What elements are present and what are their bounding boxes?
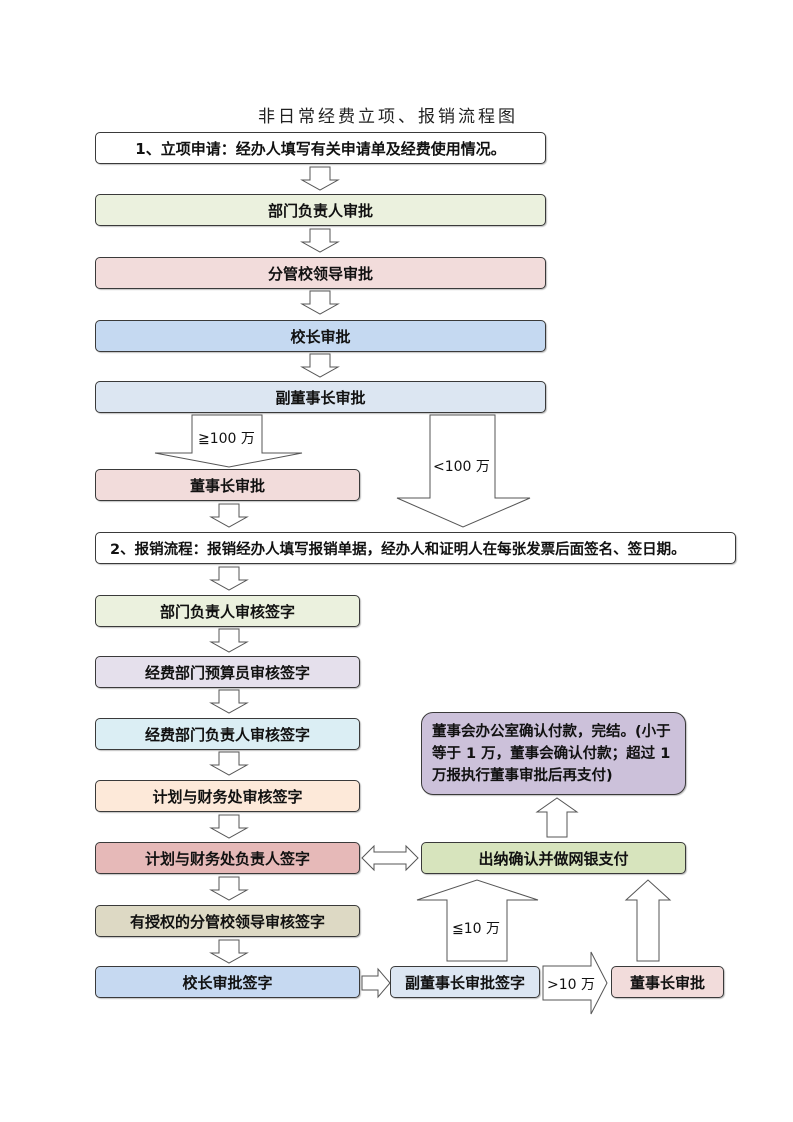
step-vp-approve: 分管校领导审批 bbox=[95, 257, 546, 289]
step-chairman-approve: 董事长审批 bbox=[95, 469, 360, 501]
arrow-down bbox=[300, 166, 340, 191]
arrow-up bbox=[535, 797, 579, 838]
step-finance-head-sign: 计划与财务处负责人签字 bbox=[95, 842, 360, 874]
arrow-down bbox=[209, 751, 249, 776]
step-vice-chairman-sign: 副董事长审批签字 bbox=[390, 966, 540, 998]
step-funding-dept-head-sign: 经费部门负责人审核签字 bbox=[95, 718, 360, 750]
le10-label: ≦10 万 bbox=[452, 921, 500, 937]
arrow-right bbox=[361, 967, 391, 999]
step-budget-officer-sign: 经费部门预算员审核签字 bbox=[95, 656, 360, 688]
arrow-down bbox=[209, 689, 249, 714]
arrow-down bbox=[209, 876, 249, 901]
step-vice-chairman-approve: 副董事长审批 bbox=[95, 381, 546, 413]
page-title: 非日常经费立项、报销流程图 bbox=[258, 107, 518, 127]
step-dept-head-approve: 部门负责人审批 bbox=[95, 194, 546, 226]
step-board-office-confirm: 董事会办公室确认付款，完结。(小于等于 1 万，董事会确认付款；超过 1 万报执… bbox=[421, 712, 686, 795]
double-arrow bbox=[361, 844, 419, 872]
arrow-down bbox=[209, 566, 249, 591]
step-authorized-vp-sign: 有授权的分管校领导审核签字 bbox=[95, 905, 360, 937]
arrow-down bbox=[209, 503, 249, 528]
branch-ge100-label: ≧100 万 bbox=[198, 431, 255, 447]
step-president-approve: 校长审批 bbox=[95, 320, 546, 352]
arrow-down bbox=[209, 814, 249, 839]
arrow-down-ge100 bbox=[154, 414, 303, 468]
step-chairman-approve-2: 董事长审批 bbox=[611, 966, 724, 998]
arrow-down bbox=[300, 228, 340, 253]
step-dept-head-sign: 部门负责人审核签字 bbox=[95, 595, 360, 627]
arrow-down bbox=[300, 353, 340, 378]
arrow-up-le10 bbox=[416, 879, 539, 962]
arrow-up bbox=[624, 879, 672, 962]
section1-header: 1、立项申请：经办人填写有关申请单及经费使用情况。 bbox=[95, 132, 546, 164]
arrow-down bbox=[300, 290, 340, 315]
arrow-down bbox=[209, 939, 249, 964]
arrow-down bbox=[209, 628, 249, 653]
step-president-sign: 校长审批签字 bbox=[95, 966, 360, 998]
step-finance-office-sign: 计划与财务处审核签字 bbox=[95, 780, 360, 812]
step-cashier-pay: 出纳确认并做网银支付 bbox=[421, 842, 686, 874]
section2-header: 2、报销流程：报销经办人填写报销单据，经办人和证明人在每张发票后面签名、签日期。 bbox=[95, 532, 736, 564]
arrow-right-over10 bbox=[542, 951, 608, 1015]
arrow-down-lt100 bbox=[396, 414, 531, 528]
branch-lt100-label: <100 万 bbox=[433, 459, 490, 475]
over10-label: >10 万 bbox=[547, 977, 595, 993]
